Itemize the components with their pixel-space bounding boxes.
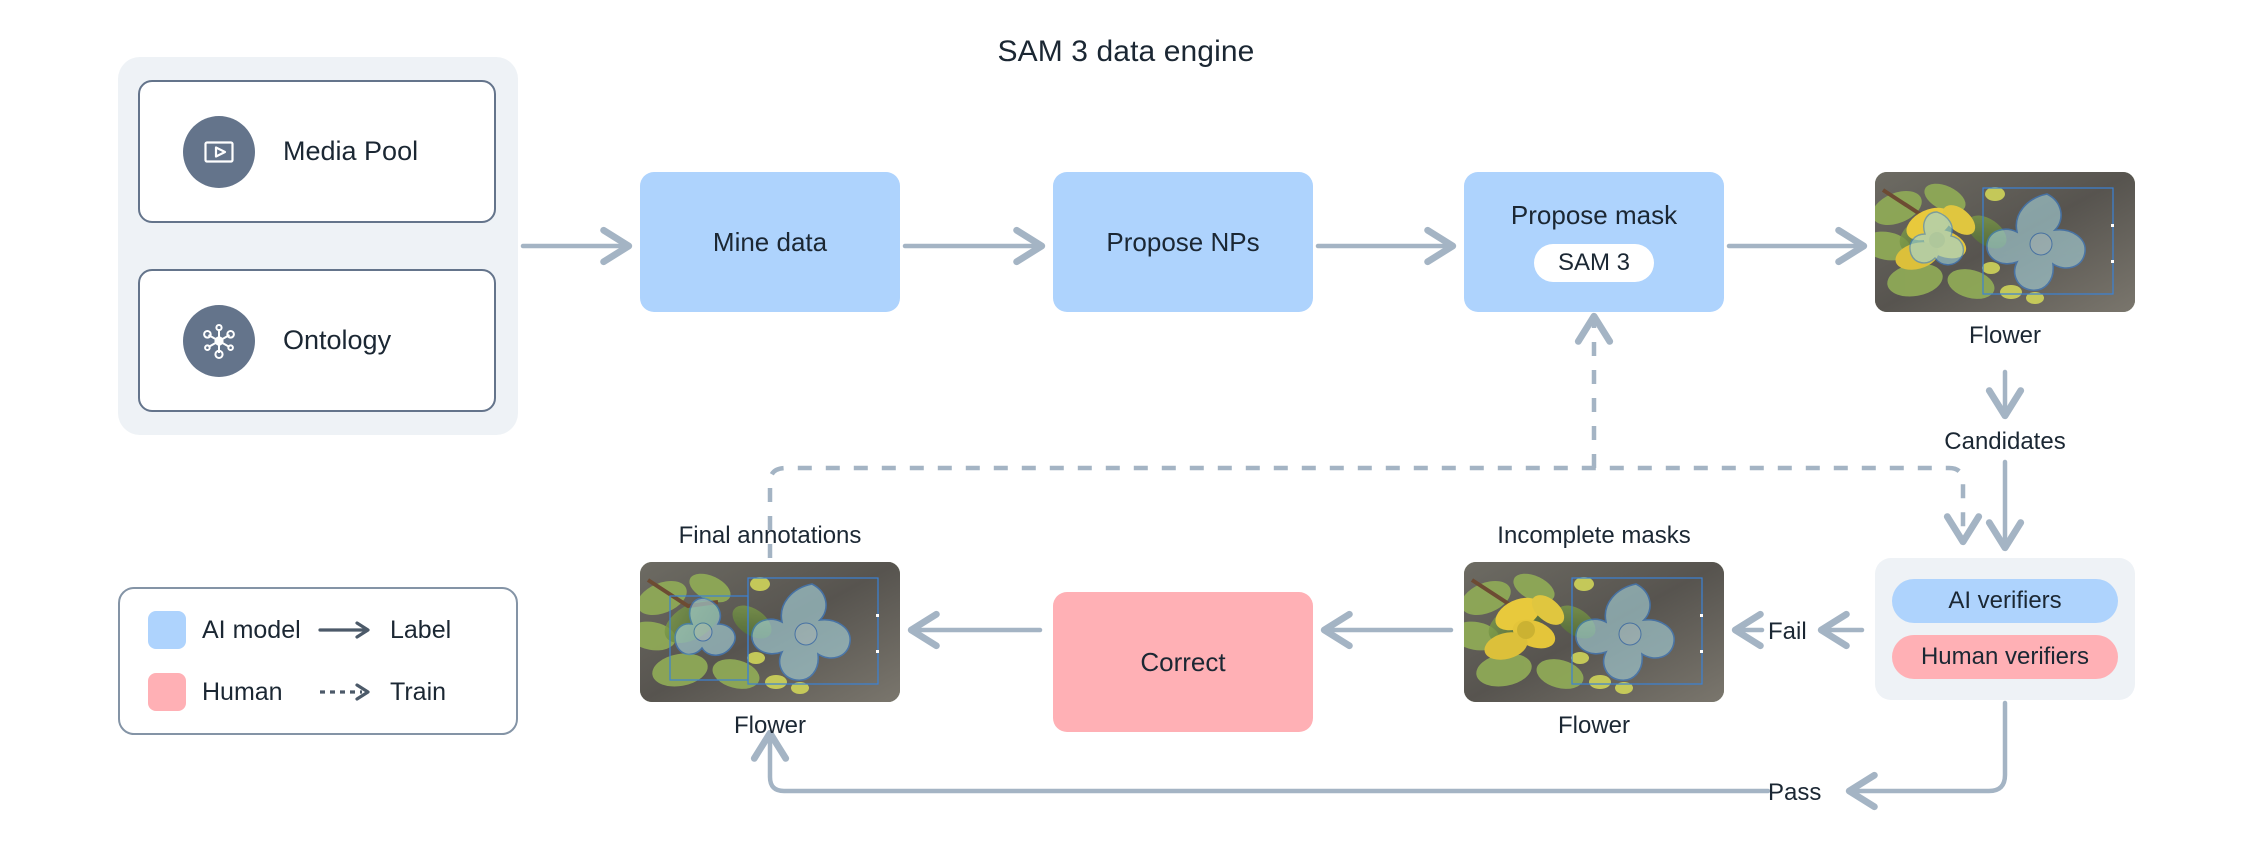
video-player-icon xyxy=(183,115,255,188)
source-card-ontology[interactable]: Ontology xyxy=(138,269,496,412)
process-box-label: Correct xyxy=(1140,646,1226,677)
legend-item-label-arrow: Label xyxy=(318,616,488,645)
image-overlabel-final: Final annotations xyxy=(678,522,862,549)
source-card-label: Ontology xyxy=(283,325,392,355)
page-title: SAM 3 data engine xyxy=(997,35,1255,68)
network-graph-icon xyxy=(183,304,255,377)
legend-label: Train xyxy=(390,677,447,706)
sample-image-candidates xyxy=(1875,172,2135,312)
source-card-media-pool[interactable]: Media Pool xyxy=(138,80,496,223)
verifier-pill-ai[interactable]: AI verifiers xyxy=(1892,579,2118,623)
model-badge-sam3: SAM 3 xyxy=(1533,244,1655,282)
solid-arrow-icon xyxy=(318,618,374,642)
sample-image-final-annotations xyxy=(640,562,900,702)
legend-label: Human xyxy=(202,677,283,706)
process-box-mine-data[interactable]: Mine data xyxy=(640,172,900,312)
source-panel: Media Pool xyxy=(118,57,518,435)
image-caption-candidates: Flower xyxy=(1968,322,2041,349)
image-caption-incomplete: Flower xyxy=(1557,712,1630,739)
legend-swatch-ai-model xyxy=(148,611,186,649)
legend-swatch-human xyxy=(148,673,186,711)
process-box-label: Propose mask xyxy=(1510,200,1678,230)
legend-label: Label xyxy=(390,615,452,644)
verifier-label: AI verifiers xyxy=(1948,587,2062,614)
process-box-propose-nps[interactable]: Propose NPs xyxy=(1053,172,1313,312)
edge-label-fail: Fail xyxy=(1768,618,1807,645)
process-box-label: Propose NPs xyxy=(1106,226,1260,257)
verifier-panel: AI verifiers Human verifiers xyxy=(1875,558,2135,700)
source-card-label: Media Pool xyxy=(283,136,419,166)
legend-item-ai-model: AI model xyxy=(148,611,318,649)
verifier-label: Human verifiers xyxy=(1920,643,2090,670)
verifier-pill-human[interactable]: Human verifiers xyxy=(1892,635,2118,679)
legend-label: AI model xyxy=(202,615,301,644)
process-box-correct[interactable]: Correct xyxy=(1053,592,1313,732)
legend-item-train-arrow: Train xyxy=(318,678,488,707)
dashed-arrow-icon xyxy=(318,680,374,704)
legend-item-human: Human xyxy=(148,673,318,711)
image-overlabel-incomplete: Incomplete masks xyxy=(1497,522,1691,549)
edge-label-pass: Pass xyxy=(1768,779,1822,806)
legend-panel: AI model Label Human Train xyxy=(118,587,518,735)
process-box-propose-mask[interactable]: Propose mask SAM 3 xyxy=(1464,172,1724,312)
process-box-label: Mine data xyxy=(712,226,828,257)
edge-label-candidates: Candidates xyxy=(1944,428,2066,455)
sample-image-incomplete-masks xyxy=(1464,562,1724,702)
image-caption-final: Flower xyxy=(733,712,806,739)
